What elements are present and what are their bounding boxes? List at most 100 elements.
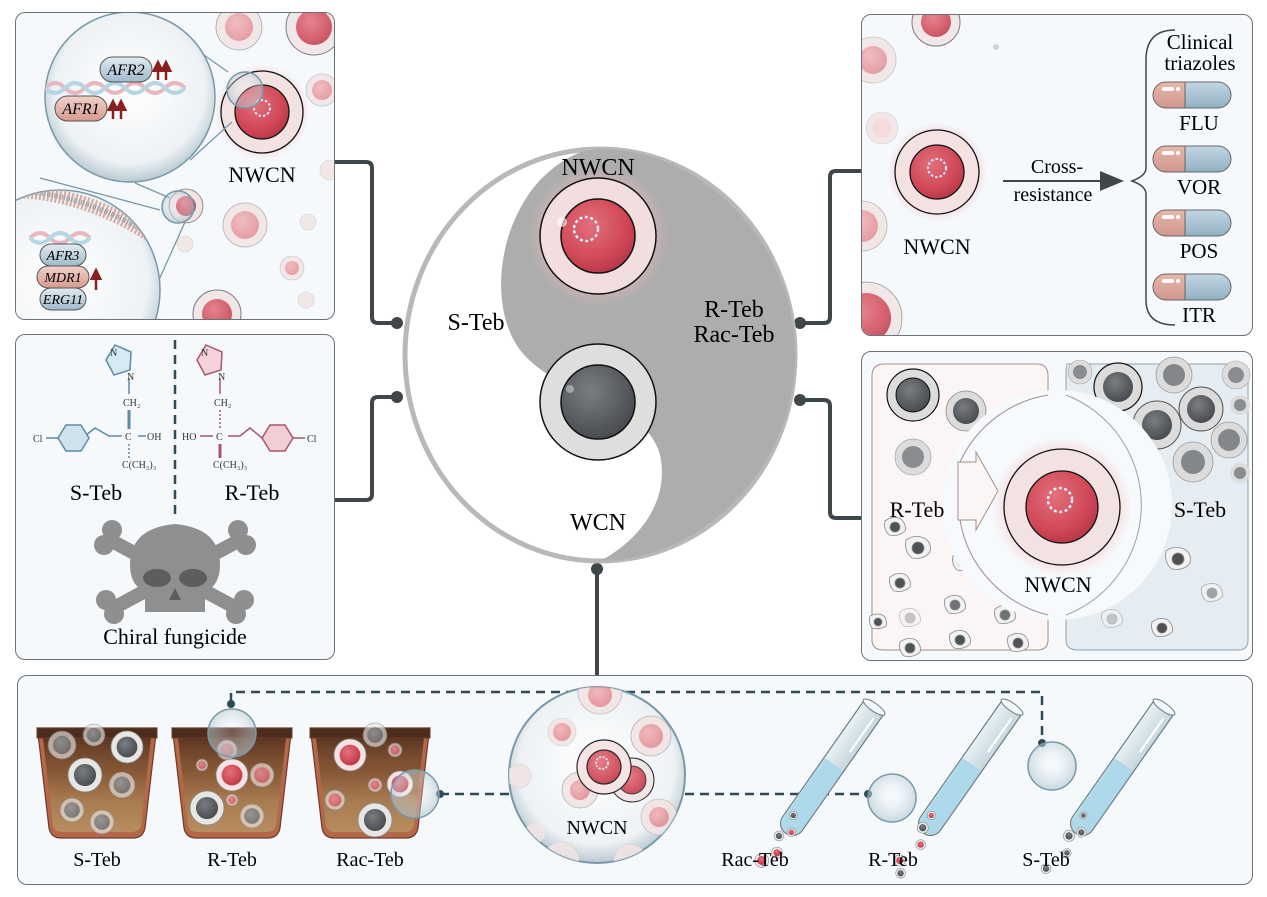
center-top-label: NWCN bbox=[561, 155, 634, 181]
skull-crossbones-icon bbox=[94, 520, 256, 624]
connector-dot bbox=[794, 394, 806, 406]
gene-panel-art bbox=[16, 13, 334, 319]
cross-arrow-label-1: Cross- bbox=[1031, 156, 1083, 178]
magnifier-lens bbox=[161, 190, 195, 224]
connector-dot bbox=[391, 317, 403, 329]
skull-eye bbox=[179, 569, 207, 587]
cross-nwcn-nucleus bbox=[909, 144, 965, 200]
arrow-head-icon bbox=[1100, 171, 1124, 191]
pot-label: S-Teb bbox=[73, 849, 120, 871]
pot-label: R-Teb bbox=[207, 849, 257, 871]
magnifier-lens bbox=[390, 769, 440, 819]
nwcn-cell-nucleus bbox=[560, 198, 636, 274]
chiral-panel-art bbox=[46, 340, 305, 624]
drug-pill-vor: VOR bbox=[1152, 145, 1232, 199]
cross-arrow-label-2: resistance bbox=[1014, 184, 1093, 206]
test-tube-r-teb bbox=[893, 698, 1024, 879]
zoom-bubble bbox=[44, 13, 216, 183]
selection-panel-art bbox=[868, 356, 1251, 657]
tube-label: Rac-Teb bbox=[721, 849, 788, 871]
atom-cl: Cl bbox=[307, 434, 317, 445]
gene-pill-erg11 bbox=[39, 287, 87, 311]
cross-panel-art bbox=[862, 15, 1176, 335]
plant-pots bbox=[36, 722, 431, 839]
drug-pill-pos: POS bbox=[1152, 209, 1232, 263]
connector-dot bbox=[391, 391, 403, 403]
triazoles-title-2: triazoles bbox=[1164, 51, 1235, 75]
center-right-label-1: R-Teb bbox=[704, 297, 764, 323]
dashed-links bbox=[229, 690, 1044, 796]
atom-cl: Cl bbox=[33, 434, 43, 445]
gene-label-afr2: AFR2 bbox=[106, 62, 144, 79]
magnifier-lens bbox=[867, 773, 917, 823]
atom-ho: HO bbox=[182, 432, 196, 443]
connector-top-right bbox=[800, 169, 861, 325]
connector-dot bbox=[794, 317, 806, 329]
magnifier-lens bbox=[1027, 741, 1077, 791]
wcn-cell-nucleus bbox=[560, 364, 636, 440]
selection-left-label: R-Teb bbox=[890, 497, 945, 522]
nwcn-ring-icon bbox=[572, 215, 600, 243]
cross-cell-label: NWCN bbox=[903, 234, 970, 259]
center-left-label: S-Teb bbox=[448, 310, 505, 336]
atom-ch2: CH₂ bbox=[123, 398, 140, 409]
connector-lines bbox=[335, 160, 861, 675]
atom-ch2: CH₂ bbox=[214, 398, 231, 409]
skull-eye bbox=[143, 569, 171, 587]
gene-panel-cell-label: NWCN bbox=[228, 162, 295, 187]
atom-oh: OH bbox=[147, 432, 161, 443]
test-tube-rac-teb bbox=[754, 698, 886, 868]
s-teb-molecule bbox=[46, 344, 146, 458]
upregulation-arrows bbox=[89, 59, 173, 290]
triazoles-title-1: Clinical bbox=[1167, 30, 1234, 54]
tube-label: R-Teb bbox=[868, 849, 918, 871]
atom-n: N bbox=[218, 372, 225, 383]
connector-dots bbox=[391, 317, 806, 575]
selection-nwcn-nucleus bbox=[1025, 470, 1099, 544]
tube-label: S-Teb bbox=[1022, 849, 1069, 871]
chiral-caption: Chiral fungicide bbox=[103, 624, 247, 649]
r-teb-molecule bbox=[196, 344, 305, 458]
connector-top-left bbox=[335, 160, 397, 325]
link-dot bbox=[227, 700, 235, 708]
burst-cells bbox=[868, 517, 1223, 657]
pot-s-teb bbox=[36, 723, 158, 839]
magnifier-lens bbox=[207, 708, 257, 758]
test-tubes bbox=[754, 698, 1176, 879]
drug-pill-itr: ITR bbox=[1152, 273, 1232, 327]
gene-label-afr3: AFR3 bbox=[46, 249, 80, 264]
atom-n: N bbox=[201, 348, 208, 359]
magnifier-lens bbox=[226, 71, 264, 109]
atom-n: N bbox=[110, 348, 117, 359]
drug-pill-flu: FLU bbox=[1152, 81, 1232, 135]
gene-label-mdr1: MDR1 bbox=[43, 271, 81, 286]
test-tube-s-teb bbox=[1040, 698, 1176, 874]
drug-label: ITR bbox=[1182, 303, 1216, 327]
center-bottom-label: WCN bbox=[570, 510, 626, 536]
environment-center-label: NWCN bbox=[566, 817, 627, 839]
selection-cell-label: NWCN bbox=[1024, 572, 1091, 597]
drug-label: FLU bbox=[1179, 111, 1219, 135]
gene-label-afr1: AFR1 bbox=[61, 101, 99, 118]
yin-yang bbox=[402, 146, 798, 564]
connector-dot bbox=[591, 563, 603, 575]
pot-label: Rac-Teb bbox=[336, 849, 403, 871]
drug-pills: FLU VOR POS ITR bbox=[1152, 81, 1232, 327]
connector-bottom-left bbox=[335, 395, 397, 502]
atom-c: C bbox=[216, 432, 223, 443]
gene-label-erg11: ERG11 bbox=[42, 293, 83, 308]
chiral-right-label: R-Teb bbox=[225, 480, 280, 505]
atom-tbu: C(CH₃)₃ bbox=[122, 460, 156, 471]
atom-n: N bbox=[127, 372, 134, 383]
connector-bottom-right bbox=[800, 398, 861, 520]
environment-panel-art bbox=[36, 686, 1176, 879]
center-right-label-2: Rac-Teb bbox=[694, 322, 775, 348]
brace bbox=[1129, 29, 1176, 326]
drug-label: POS bbox=[1180, 239, 1219, 263]
chiral-left-label: S-Teb bbox=[70, 480, 122, 505]
drug-label: VOR bbox=[1177, 175, 1221, 199]
selection-arrow-icon bbox=[957, 450, 999, 532]
selection-right-label: S-Teb bbox=[1174, 497, 1226, 522]
atom-tbu: C(CH₃)₃ bbox=[213, 460, 247, 471]
